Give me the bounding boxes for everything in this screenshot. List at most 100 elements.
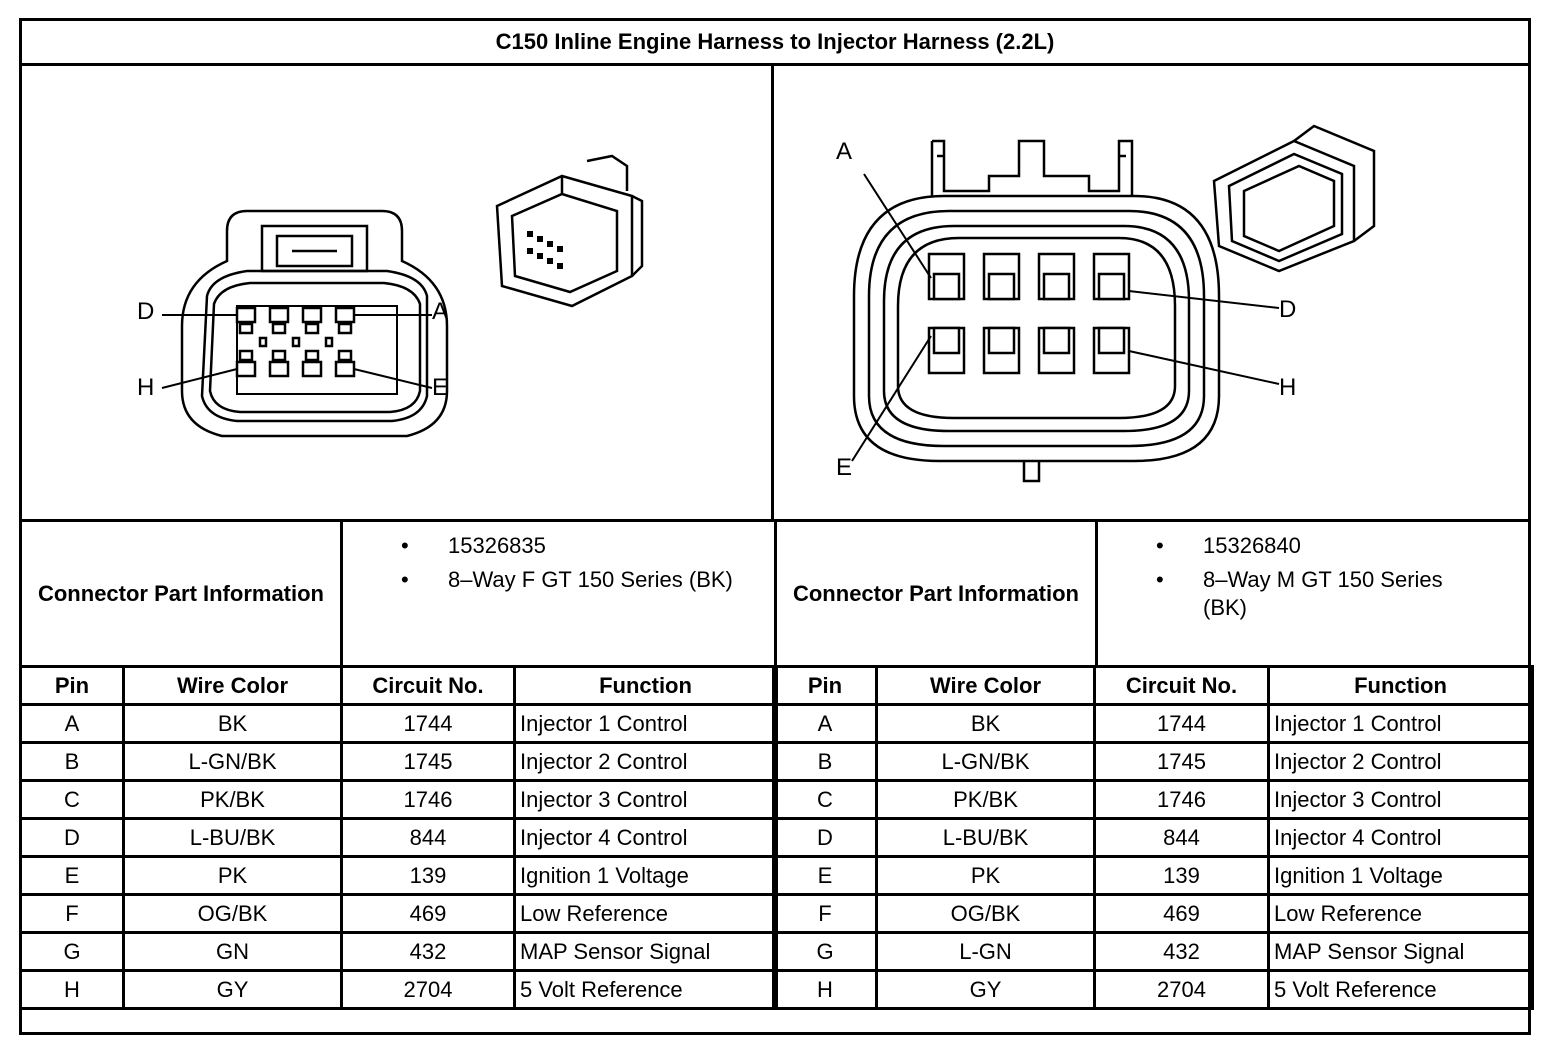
table-header-row: Pin Wire Color Circuit No. Function bbox=[19, 665, 778, 706]
cell-pin: H bbox=[19, 969, 125, 1010]
callout-a: A bbox=[836, 138, 853, 165]
cell-pin: C bbox=[772, 779, 878, 820]
cell-wire-color: PK/BK bbox=[122, 779, 343, 820]
cell-function: Low Reference bbox=[513, 893, 778, 934]
cell-function: 5 Volt Reference bbox=[513, 969, 778, 1010]
callout-h: H bbox=[137, 374, 155, 401]
part-info-label: Connector Part Information bbox=[777, 522, 1098, 665]
cell-function: Injector 1 Control bbox=[513, 703, 778, 744]
cell-function: MAP Sensor Signal bbox=[513, 931, 778, 972]
header-pin: Pin bbox=[19, 665, 125, 706]
connector-sheet: C150 Inline Engine Harness to Injector H… bbox=[19, 18, 1534, 1035]
cell-function: Injector 4 Control bbox=[513, 817, 778, 858]
cell-circuit-no: 1746 bbox=[340, 779, 516, 820]
callout-d: D bbox=[137, 298, 155, 325]
cell-pin: F bbox=[772, 893, 878, 934]
table-header-row: Pin Wire Color Circuit No. Function bbox=[772, 665, 1534, 706]
cell-wire-color: GY bbox=[122, 969, 343, 1010]
cell-circuit-no: 139 bbox=[1093, 855, 1270, 896]
male-connector-diagram: A D H E bbox=[774, 66, 1528, 519]
page-title: C150 Inline Engine Harness to Injector H… bbox=[22, 21, 1528, 66]
cell-wire-color: GY bbox=[875, 969, 1096, 1010]
part-number: 15326835 bbox=[343, 532, 774, 560]
cell-circuit-no: 432 bbox=[1093, 931, 1270, 972]
cell-wire-color: L-GN bbox=[875, 931, 1096, 972]
connector-part-info-right: Connector Part Information 15326840 8–Wa… bbox=[774, 519, 1528, 665]
female-connector-face-icon bbox=[161, 154, 644, 438]
cell-circuit-no: 844 bbox=[1093, 817, 1270, 858]
cell-circuit-no: 1744 bbox=[1093, 703, 1270, 744]
cell-pin: C bbox=[19, 779, 125, 820]
cell-function: Injector 3 Control bbox=[513, 779, 778, 820]
cell-wire-color: GN bbox=[122, 931, 343, 972]
header-function: Function bbox=[1267, 665, 1534, 706]
header-wire-color: Wire Color bbox=[122, 665, 343, 706]
callout-h: H bbox=[1279, 374, 1297, 401]
cell-wire-color: BK bbox=[875, 703, 1096, 744]
cell-pin: B bbox=[772, 741, 878, 782]
cell-pin: G bbox=[19, 931, 125, 972]
part-description: 8–Way F GT 150 Series (BK) bbox=[343, 566, 774, 594]
part-info-list: 15326840 8–Way M GT 150 Series (BK) bbox=[1098, 522, 1528, 665]
cell-wire-color: PK/BK bbox=[875, 779, 1096, 820]
male-connector-face-icon bbox=[851, 124, 1376, 483]
header-wire-color: Wire Color bbox=[875, 665, 1096, 706]
female-connector-diagram: D A H E bbox=[22, 66, 774, 519]
cell-function: MAP Sensor Signal bbox=[1267, 931, 1534, 972]
part-number: 15326840 bbox=[1098, 532, 1528, 560]
callout-e: E bbox=[432, 374, 449, 401]
part-info-list: 15326835 8–Way F GT 150 Series (BK) bbox=[343, 522, 774, 665]
cell-wire-color: L-BU/BK bbox=[875, 817, 1096, 858]
cell-wire-color: OG/BK bbox=[875, 893, 1096, 934]
cell-wire-color: BK bbox=[122, 703, 343, 744]
cell-circuit-no: 1745 bbox=[340, 741, 516, 782]
callout-d: D bbox=[1279, 296, 1297, 323]
cell-circuit-no: 1744 bbox=[340, 703, 516, 744]
part-description: 8–Way M GT 150 Series (BK) bbox=[1098, 566, 1528, 622]
cell-pin: F bbox=[19, 893, 125, 934]
cell-pin: E bbox=[772, 855, 878, 896]
cell-function: Ignition 1 Voltage bbox=[1267, 855, 1534, 896]
connector-part-info-left: Connector Part Information 15326835 8–Wa… bbox=[22, 519, 774, 665]
header-circuit-no: Circuit No. bbox=[1093, 665, 1270, 706]
cell-circuit-no: 844 bbox=[340, 817, 516, 858]
cell-circuit-no: 2704 bbox=[1093, 969, 1270, 1010]
cell-pin: A bbox=[772, 703, 878, 744]
cell-circuit-no: 469 bbox=[1093, 893, 1270, 934]
cell-wire-color: OG/BK bbox=[122, 893, 343, 934]
cell-circuit-no: 469 bbox=[340, 893, 516, 934]
cell-pin: G bbox=[772, 931, 878, 972]
cell-pin: D bbox=[772, 817, 878, 858]
cell-function: Injector 2 Control bbox=[513, 741, 778, 782]
cell-circuit-no: 1745 bbox=[1093, 741, 1270, 782]
cell-function: Injector 3 Control bbox=[1267, 779, 1534, 820]
callout-e: E bbox=[836, 454, 853, 481]
header-function: Function bbox=[513, 665, 778, 706]
cell-pin: H bbox=[772, 969, 878, 1010]
cell-pin: A bbox=[19, 703, 125, 744]
cell-function: Low Reference bbox=[1267, 893, 1534, 934]
header-pin: Pin bbox=[772, 665, 878, 706]
cell-function: Ignition 1 Voltage bbox=[513, 855, 778, 896]
cell-pin: B bbox=[19, 741, 125, 782]
cell-wire-color: L-BU/BK bbox=[122, 817, 343, 858]
cell-function: Injector 2 Control bbox=[1267, 741, 1534, 782]
